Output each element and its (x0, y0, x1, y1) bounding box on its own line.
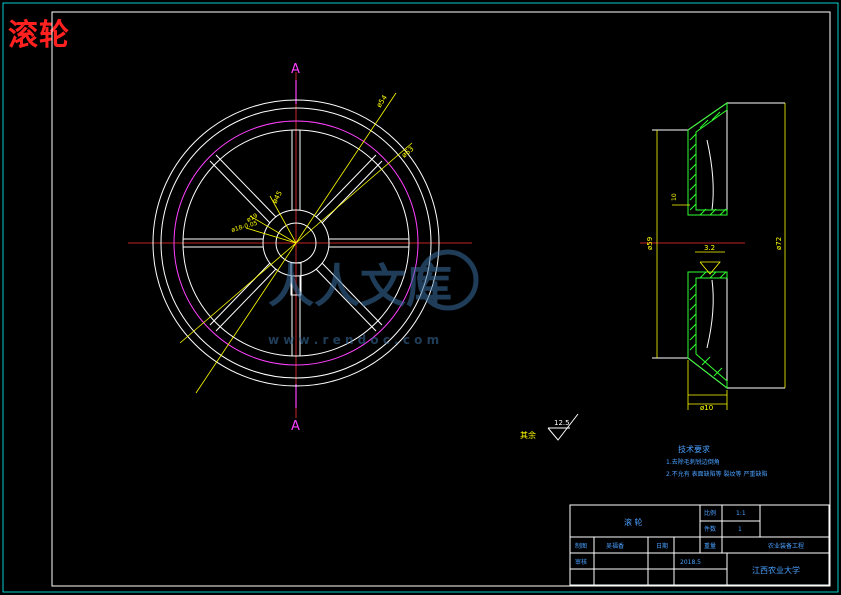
inner-frame (51, 11, 831, 587)
tech-line2: 2.不允有 表面缺陷等 裂纹等 严重缺陷 (666, 470, 767, 478)
surface-label: 其余 (520, 430, 536, 440)
dim-bore1: ø19 (246, 212, 259, 224)
tb-qty-label: 件数 (704, 525, 716, 533)
tech-line1: 1.去除毛刺锐边倒角 (666, 458, 720, 466)
dim-bore2: ø18-0.05 (231, 220, 259, 234)
rim-outer-circle (152, 99, 440, 387)
surface-value: 12.5 (554, 419, 570, 427)
title-block-text: 滚 轮 比例 1:1 件数 1 制图 吴福香 日期 审核 2018.5 重量 农… (575, 509, 804, 575)
section-label-top: A (291, 62, 300, 77)
tb-part-name: 滚 轮 (624, 517, 643, 527)
tb-drawn-value: 吴福香 (606, 542, 624, 550)
hub-outer-circle (262, 209, 330, 277)
rim-inner-circle (182, 129, 410, 357)
tb-school: 江西农业大学 (752, 565, 800, 575)
tb-qty-value: 1 (738, 526, 742, 533)
side-view: ø59 ø72 ø10 3.2 10 (640, 102, 786, 412)
watermark: 人人文库 w w w . r e n d o c . c o m (268, 249, 479, 347)
watermark-url: w w w . r e n d o c . c o m (268, 333, 439, 347)
dim-side-bottom: ø10 (700, 404, 713, 412)
drawing-title: 滚轮 (8, 18, 70, 53)
dim-side-right: ø72 (775, 237, 783, 250)
tb-weight-label: 重量 (704, 542, 716, 550)
rim-second-circle (160, 107, 432, 379)
dim-side-small: 10 (671, 193, 678, 201)
dim-hub: ø45 (271, 190, 284, 205)
tech-heading: 技术要求 (678, 444, 710, 454)
rim-hidden-circle (173, 120, 419, 366)
tb-scale-value: 1:1 (736, 510, 746, 517)
tb-check-label: 审核 (575, 558, 587, 566)
front-view: A A ø54 (128, 62, 472, 434)
title-block (569, 504, 830, 586)
spokes (183, 130, 409, 356)
keyway (290, 262, 302, 296)
front-dimensions (179, 92, 413, 394)
tb-dwg-no: 农业装备工程 (768, 542, 804, 550)
dim-side-left: ø59 (646, 237, 654, 250)
watermark-main: 人人文库 (268, 259, 452, 313)
tb-date-label: 日期 (656, 542, 668, 550)
surface-roughness: 其余 12.5 (520, 413, 579, 441)
section-hatch (687, 102, 728, 390)
dim-side-step: 3.2 (704, 244, 715, 252)
tech-requirements: 技术要求 1.去除毛刺锐边倒角 2.不允有 表面缺陷等 裂纹等 严重缺陷 (666, 444, 767, 478)
tb-scale-label: 比例 (704, 509, 716, 517)
tb-date-value: 2018.5 (680, 559, 701, 566)
section-label-bottom: A (291, 419, 300, 434)
tb-drawn-label: 制图 (575, 542, 587, 550)
